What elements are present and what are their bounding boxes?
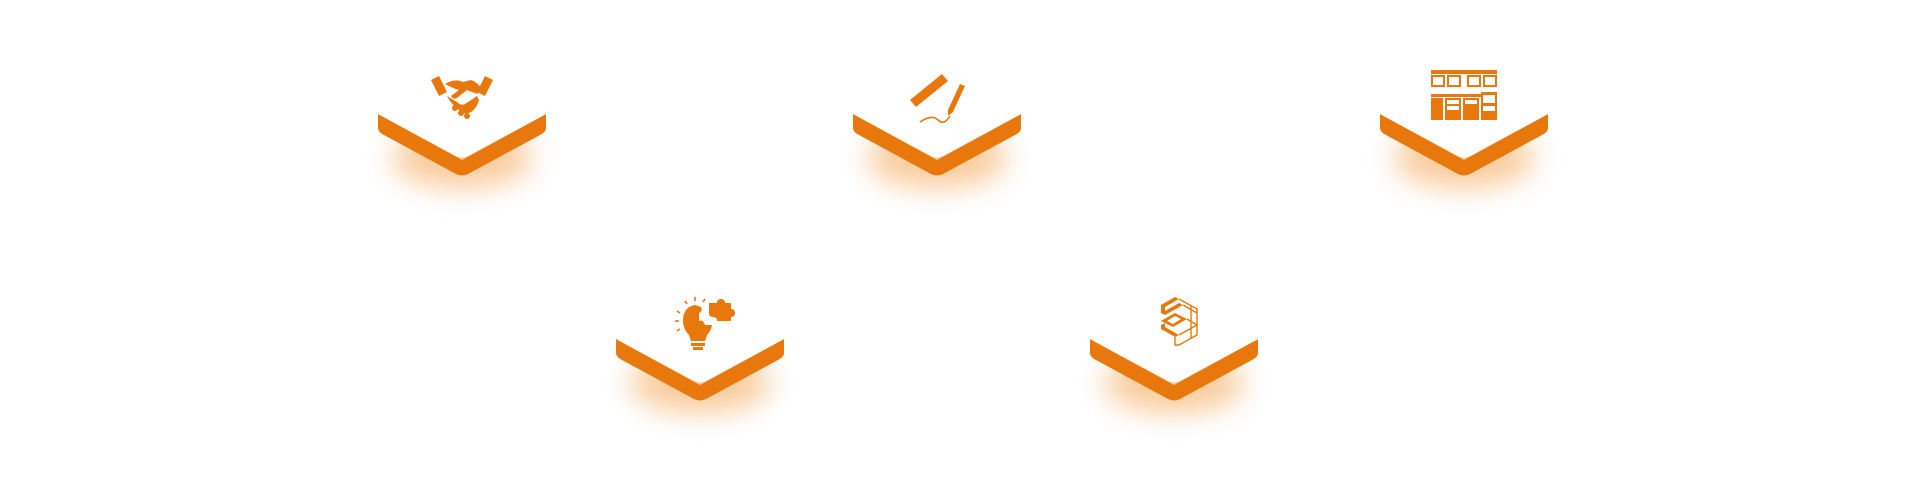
kitchen-cabinet-icon [1431, 70, 1497, 120]
tile-handshake[interactable] [372, 70, 552, 190]
tile-ideas[interactable] [610, 295, 790, 415]
tile-kitchen[interactable] [1374, 70, 1554, 190]
tile-plate [1090, 295, 1258, 401]
handshake-icon [431, 76, 493, 119]
layered-frame-icon [1161, 297, 1198, 346]
tile-plate [853, 70, 1021, 176]
lightbulb-puzzle-icon [675, 297, 735, 350]
tile-design[interactable] [847, 70, 1027, 190]
tile-structure[interactable] [1084, 295, 1264, 415]
ruler-pen-icon [910, 74, 965, 124]
